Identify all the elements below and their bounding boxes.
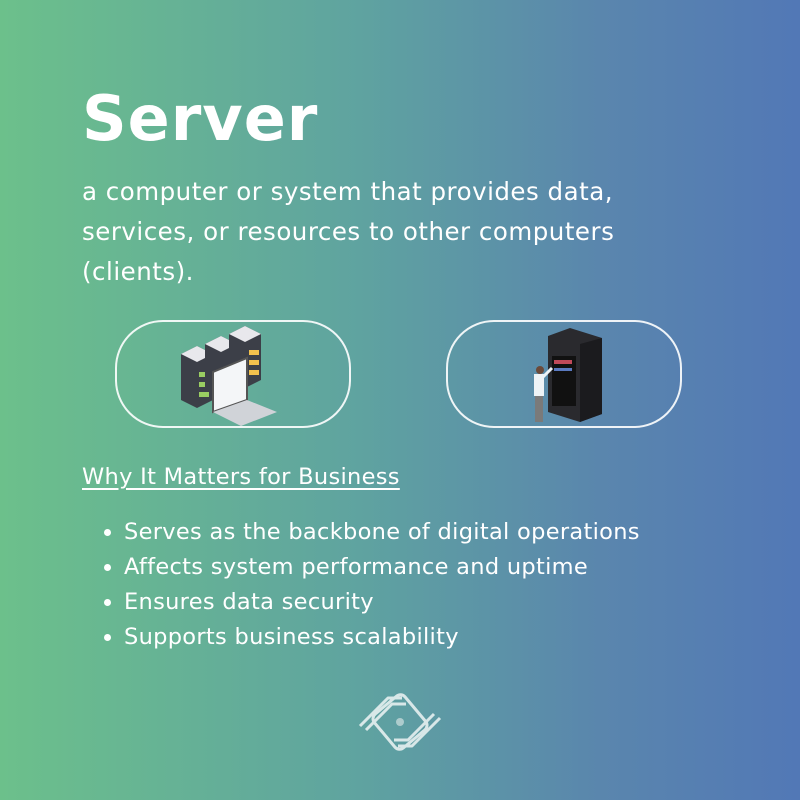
technician-rack-illustration bbox=[534, 328, 602, 422]
section-heading: Why It Matters for Business bbox=[82, 464, 400, 490]
definition-text: a computer or system that provides data,… bbox=[82, 177, 615, 286]
page-title: Server bbox=[82, 82, 319, 155]
servers-laptop-illustration bbox=[181, 326, 277, 426]
brand-logo-icon bbox=[358, 693, 442, 751]
technician-rack-card bbox=[446, 320, 682, 428]
benefits-list: Serves as the backbone of digital operat… bbox=[100, 515, 640, 655]
servers-laptop-card bbox=[115, 320, 351, 428]
list-item: Supports business scalability bbox=[124, 620, 640, 655]
list-item: Serves as the backbone of digital operat… bbox=[124, 515, 640, 550]
list-item: Ensures data security bbox=[124, 585, 640, 620]
list-item: Affects system performance and uptime bbox=[124, 550, 640, 585]
